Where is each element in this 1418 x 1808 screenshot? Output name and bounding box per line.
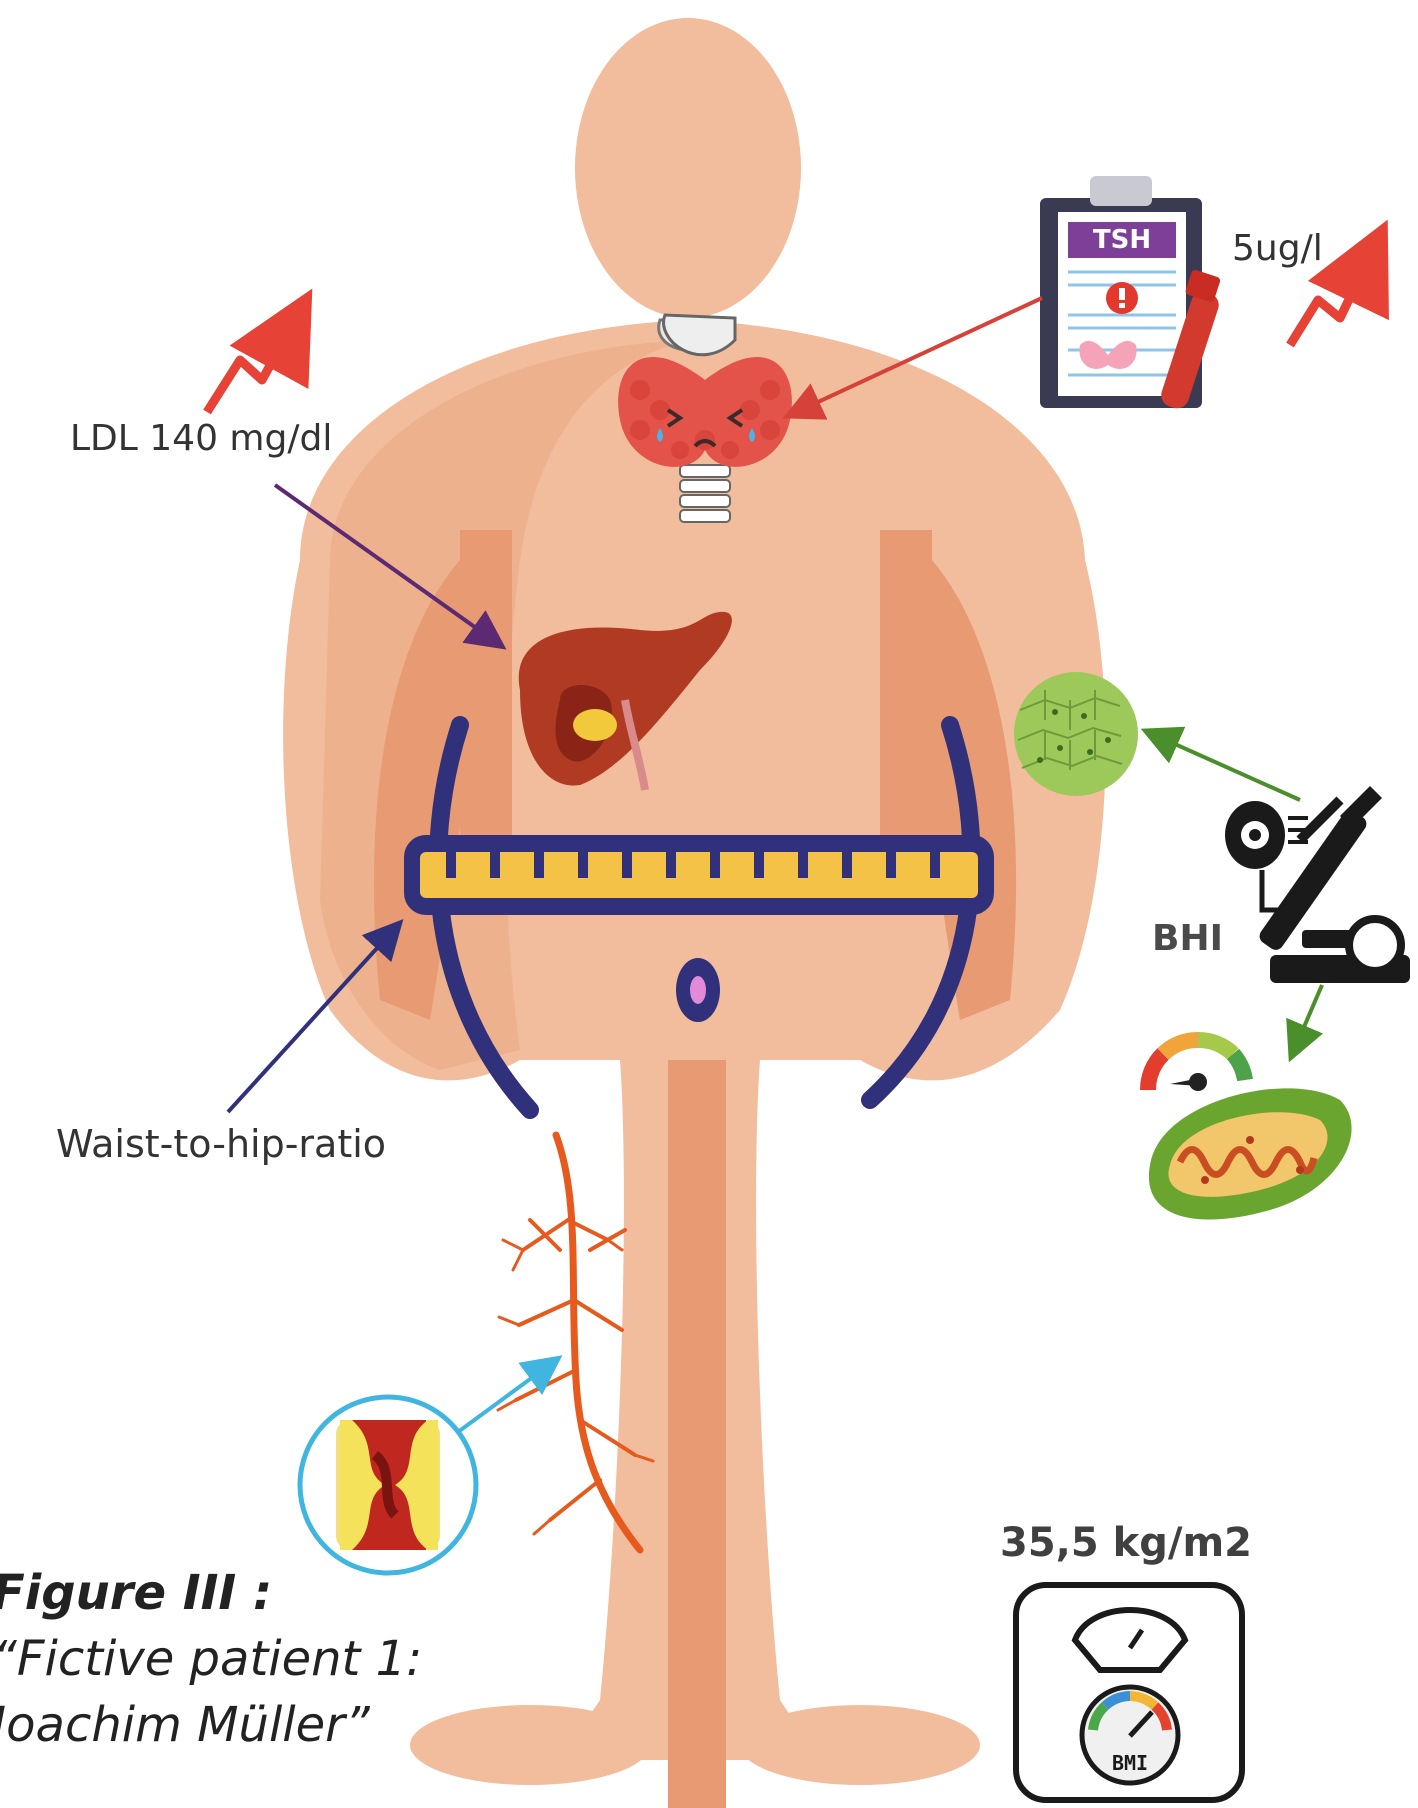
arrow-bhi-mito (1292, 985, 1322, 1055)
scale-icon: BMI (1016, 1585, 1242, 1800)
arrow-plaque-vessel (458, 1360, 556, 1432)
caption-line-1: Figure III : (0, 1560, 422, 1626)
bmi-badge-text: BMI (1112, 1751, 1148, 1775)
mitochondria-icon (1149, 1088, 1352, 1219)
clipboard-icon (1040, 176, 1222, 411)
leg-divider (668, 1060, 726, 1808)
tsh-value-label: 5ug/l (1232, 228, 1323, 269)
fat-cells-icon (1014, 672, 1138, 796)
ldl-label: LDL 140 mg/dl (70, 418, 332, 459)
caption-line-2: “Fictive patient 1: (0, 1626, 422, 1692)
trend-up-icon (207, 320, 295, 412)
figure-caption: Figure III : “Fictive patient 1: Joachim… (0, 1560, 422, 1758)
waist-to-hip-label: Waist-to-hip-ratio (56, 1122, 386, 1166)
bhi-label: BHI (1152, 918, 1223, 959)
right-foot (740, 1705, 980, 1785)
head (575, 18, 801, 318)
left-foot (410, 1705, 650, 1785)
artery-plaque-icon (300, 1397, 476, 1573)
microscope-icon (1225, 786, 1410, 983)
bmi-value-label: 35,5 kg/m2 (1000, 1520, 1252, 1566)
gauge-icon (1148, 1040, 1245, 1091)
arrow-bhi-fat (1148, 732, 1300, 800)
navel-inner (690, 976, 706, 1004)
tsh-clipboard-title: TSH (1093, 225, 1151, 255)
caption-line-3: Joachim Müller” (0, 1692, 422, 1758)
